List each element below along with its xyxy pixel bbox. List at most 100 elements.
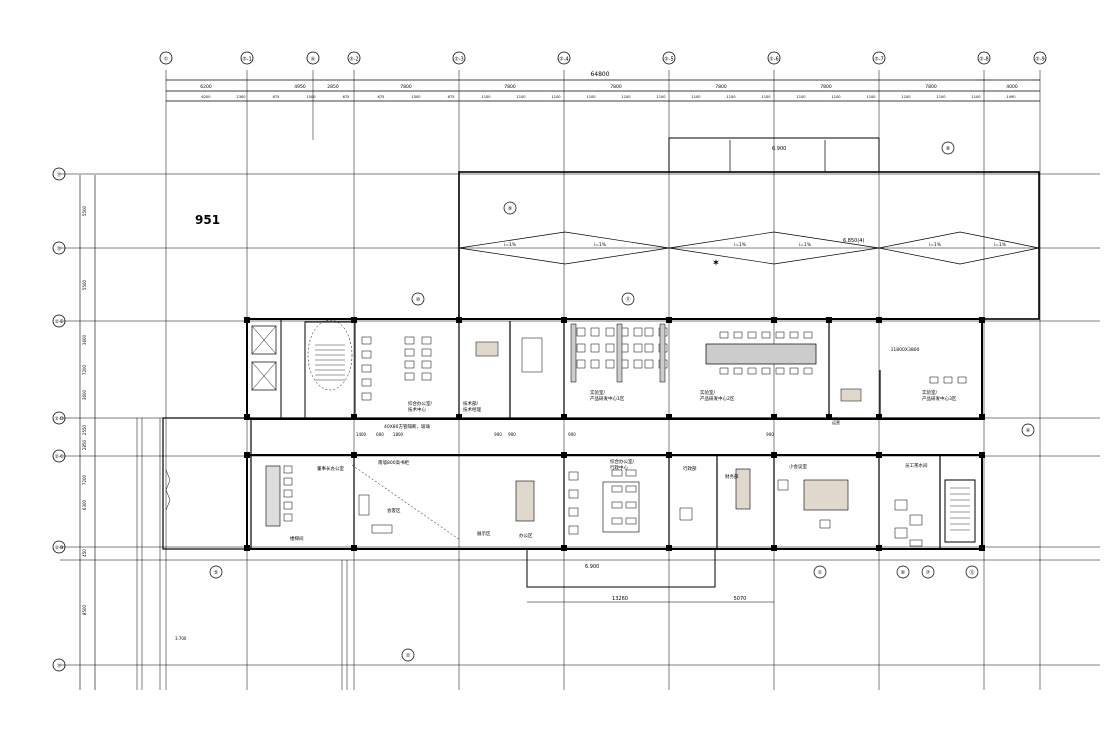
desk (404, 336, 415, 345)
column (979, 545, 985, 551)
column (771, 545, 777, 551)
dimension-left: 7200 (82, 474, 87, 485)
desk (775, 331, 785, 339)
grid-bubble-top (347, 51, 361, 65)
dimension-row2: 1100 (481, 95, 491, 99)
callout-circle (503, 201, 517, 215)
column (826, 317, 832, 323)
desk (625, 517, 637, 525)
dimension-row2: 1100 (831, 95, 841, 99)
desk (909, 514, 923, 526)
callout-label: ⑨ (508, 206, 512, 212)
dimension-left: 3600 (82, 389, 87, 400)
desk (611, 469, 623, 477)
desk (943, 376, 953, 384)
column (351, 317, 357, 323)
dimension-left: 2850 (82, 439, 87, 450)
grid-label-top: ④ (311, 57, 316, 63)
dimension-row1: 7800 (925, 84, 937, 90)
desk (404, 372, 415, 381)
column (979, 317, 985, 323)
dimension-row1: 4000 (1006, 84, 1018, 90)
slope-label: i=1% (799, 242, 812, 248)
corridor-dimension: 1800 (393, 432, 404, 437)
grid-label-left: ⑫ (57, 245, 62, 252)
dimension-row2: 6200 (201, 95, 211, 99)
desk (590, 343, 600, 353)
grid-bubble-top (557, 51, 571, 65)
desk (929, 376, 939, 384)
room-rd-c: 实验室/产品研发中心3区 (922, 389, 957, 402)
dimension-row2: 2300 (236, 95, 246, 99)
slope-label: i=1% (994, 242, 1007, 248)
grid-label-left: ⑪ (57, 171, 62, 178)
room-rd-a: 实验室/产品研发中心1区 (590, 389, 625, 402)
partition (659, 323, 666, 383)
corridor-dimension: 1400 (356, 432, 367, 437)
grid-label-top: ②-4 (559, 57, 568, 63)
column (666, 452, 672, 458)
callout-circle (1021, 423, 1035, 437)
dimension-row2: 1500 (306, 95, 316, 99)
corridor-note-1: 40X80方管隔断，玻璃 (384, 423, 431, 430)
desk (644, 343, 654, 353)
dimension-row2: 1100 (971, 95, 981, 99)
column (351, 545, 357, 551)
desk (733, 331, 743, 339)
desk (894, 527, 908, 539)
desk (361, 392, 372, 401)
callout-circle (401, 648, 415, 662)
desk (576, 359, 586, 369)
room-office-a: 综合办公室/技术中心 (408, 400, 432, 413)
desk (803, 331, 813, 339)
grid-label-left: ②-E (55, 319, 64, 325)
desk (283, 489, 293, 498)
west-annex: 3.700 (136, 417, 348, 690)
desk (789, 367, 799, 375)
grid-label-top: ②-2 (349, 57, 358, 63)
desk (819, 519, 831, 529)
desk (404, 360, 415, 369)
dimension-row1: 4950 (294, 84, 306, 90)
dimension-row2: 675 (448, 95, 455, 99)
callout-circle (941, 141, 955, 155)
column (666, 545, 672, 551)
desk (719, 331, 729, 339)
dimension-row2: 1100 (866, 95, 876, 99)
callout-label: ⑥ (901, 570, 906, 576)
desk (775, 367, 785, 375)
desk (644, 359, 654, 369)
callout-circle (896, 565, 910, 579)
column (244, 317, 250, 323)
dimension-row1: 6200 (200, 84, 212, 90)
grid-bubble-top (159, 51, 173, 65)
room-tech-mgr: 技术部/技术经理 (463, 400, 481, 413)
dimension-row1: 7800 (715, 84, 727, 90)
column (771, 452, 777, 458)
desk (421, 372, 432, 381)
grid-bubble-top (767, 51, 781, 65)
dimension-row2: 1100 (691, 95, 701, 99)
desk (761, 331, 771, 339)
desk (625, 469, 637, 477)
callout-label: ⑧ (946, 146, 951, 152)
left-dimensions: 5500550036007200360025502850720063004508… (79, 175, 96, 690)
corridor-dimension: 900 (508, 432, 516, 437)
desk (283, 513, 293, 522)
grid-bubble-top (1033, 51, 1047, 65)
dimension-row1: 7800 (400, 84, 412, 90)
room-ops: 运营 (832, 419, 840, 425)
grid-bubble-top (662, 51, 676, 65)
desk (679, 507, 693, 521)
desk (283, 501, 293, 510)
desk (421, 348, 432, 357)
dimension-left: 6300 (82, 499, 87, 510)
desk (358, 494, 370, 516)
grid-label-top: ②-3 (454, 57, 463, 63)
dimension-left: 3600 (82, 334, 87, 345)
room-stair: 楼梯间 (290, 535, 304, 542)
dimension-left: 7200 (82, 364, 87, 375)
corridor-note-2: 南墙800高书柜 (378, 459, 410, 466)
